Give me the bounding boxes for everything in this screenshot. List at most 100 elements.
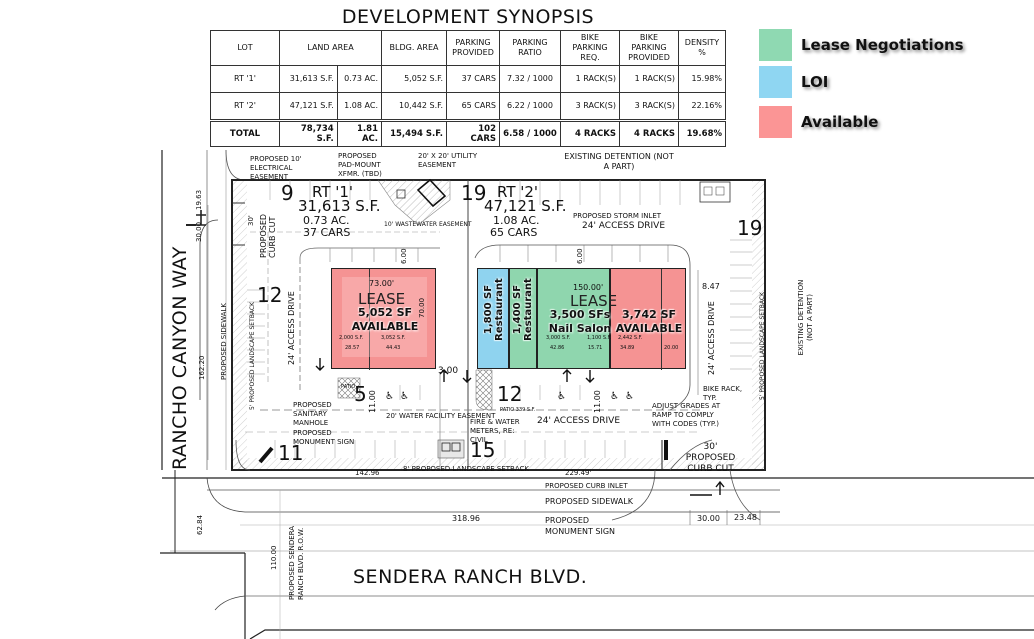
street-sendera-ranch-blvd: SENDERA RANCH BLVD.: [353, 566, 588, 588]
suite-divider: [369, 269, 370, 370]
building-2-suite-lease-negotiations-nail-salon[interactable]: [537, 268, 610, 369]
building-1-sf: 5,052 SF: [357, 306, 413, 319]
dim-3-00: 3.00: [438, 366, 459, 376]
lot1-stall-count-left: 12: [257, 283, 283, 307]
lot2-cars: 65 CARS: [490, 226, 538, 239]
cell-total-parking: 102 CARS: [446, 119, 500, 147]
building-1-depth-dim: 70.00: [418, 297, 426, 318]
dim-23-48: 23.48: [734, 513, 757, 522]
building-1-suite-available[interactable]: [331, 268, 436, 370]
utility-easement-note: 20' X 20' UTILITY EASEMENT: [418, 152, 478, 169]
dim-162-20: 162.20: [198, 355, 206, 381]
access-drive-right-label: 24' ACCESS DRIVE: [707, 301, 716, 375]
header-bldg-area: BLDG. AREA: [381, 30, 447, 66]
interior-shade: [342, 277, 427, 357]
legend-label: Available: [801, 113, 879, 131]
lot1-acres: 0.73 AC.: [303, 214, 350, 227]
monument-sign-bottom-note: PROPOSED MONUMENT SIGN: [545, 516, 616, 536]
cell-total-lot: TOTAL: [210, 119, 280, 147]
curb-inlet-note: PROPOSED CURB INLET: [545, 482, 628, 490]
water-facility-easement-note: 20' WATER FACILITY EASEMENT: [386, 412, 496, 420]
legend-label: LOI: [801, 73, 829, 91]
cell-bike-prov: 3 RACK(S): [619, 92, 679, 121]
sendera-row-note: PROPOSED SENDERA RANCH BLVD. R.O.W.: [288, 525, 305, 600]
access-drive-left-label: 24' ACCESS DRIVE: [287, 291, 296, 365]
curb-cut-left-note: PROPOSED CURB CUT: [259, 213, 277, 258]
cell-total-ratio: 6.58 / 1000: [499, 119, 561, 147]
legend-item-available: Available: [759, 106, 878, 138]
cell-total-bike-req: 4 RACKS: [560, 119, 620, 147]
header-lot: LOT: [210, 30, 280, 66]
building-2-sub-area: 1,100 S.F.: [587, 335, 612, 341]
lot2-stall-count-bottom-mid: 15: [470, 438, 496, 462]
building-2-sub-width: 42.86: [550, 345, 565, 351]
sidewalk-left-note: PROPOSED SIDEWALK: [220, 303, 228, 380]
patio-1-note: PATIO: [341, 384, 356, 390]
cell-total-bike-prov: 4 RACKS: [619, 119, 679, 147]
lot1-stall-count-top: 9: [281, 181, 294, 205]
dim-6-00-a: 6.00: [400, 248, 408, 264]
suite-3742-sf: 3,742 SF: [621, 308, 677, 321]
accessible-parking-icon: ♿: [400, 391, 409, 402]
table-total-row: TOTAL 78,734 S.F. 1.81 AC. 15,494 S.F. 1…: [210, 119, 726, 147]
building-2-suite-lease-negotiations-restaurant[interactable]: [509, 268, 537, 369]
building-2-width-dim: 150.00': [573, 283, 604, 292]
header-density: DENSITY %: [678, 30, 726, 66]
building-2-suite-available[interactable]: [610, 268, 686, 370]
lot2-stall-count-right: 19: [737, 216, 763, 240]
building-1-sub-area: 3,052 S.F.: [381, 335, 406, 341]
building-1-sub-width: 44.43: [386, 345, 401, 351]
fire-water-meters-note: FIRE & WATER METERS, RE: CIVIL: [470, 418, 520, 444]
landscape-setback-bottom-note: 8' PROPOSED LANDSCAPE SETBACK: [403, 465, 529, 473]
legend-label: Lease Negotiations: [801, 36, 964, 54]
dim-11-00-a: 11.00: [368, 390, 377, 413]
lot1-stall-count-bottom: 5: [354, 382, 367, 406]
lot1-stall-count-bottom-left: 11: [278, 441, 304, 465]
curb-cut-left-dim: 30': [247, 215, 255, 226]
accessible-parking-icon: ♿: [385, 391, 394, 402]
cell-density: 15.98%: [678, 65, 726, 93]
legend-item-loi: LOI: [759, 66, 828, 98]
suite-1800-sf: 1,800 SF: [483, 284, 494, 335]
dim-318-96: 318.96: [452, 514, 480, 523]
building-2-sub-area: 2,442 S.F.: [618, 335, 643, 341]
suite-1800-use: Restaurant: [494, 278, 505, 341]
suite-3500-label: 3,500 SFs Nail Salon: [545, 308, 615, 336]
dim-11-00-b: 11.00: [593, 390, 602, 413]
accessible-parking-icon: ♿: [557, 391, 566, 402]
cell-ac: 0.73 AC.: [336, 65, 383, 93]
dim-30-00-bottom: 30.00: [697, 514, 720, 523]
landscape-setback-right-note: 5' PROPOSED LANDSCAPE SETBACK: [759, 292, 766, 400]
cell-total-ac: 1.81 AC.: [336, 119, 383, 147]
legend-item-lease-negotiations: Lease Negotiations: [759, 29, 964, 61]
lot1-sf: 31,613 S.F.: [298, 197, 381, 215]
electrical-easement-note: PROPOSED 10' ELECTRICAL EASEMENT: [250, 155, 302, 181]
dim-229-49: 229.49': [565, 469, 592, 477]
building-1-status: AVAILABLE: [351, 320, 419, 333]
building-2-sub-width: 15.71: [588, 345, 603, 351]
suite-1400-label: 1,400 SF Restaurant: [512, 267, 534, 352]
dim-19-63: 19.63: [195, 189, 203, 210]
suite-3742-use: AVAILABLE: [615, 322, 683, 335]
legend-swatch-red: [759, 106, 792, 138]
cell-total-density: 19.68%: [678, 119, 726, 147]
building-1-sub-area: 2,000 S.F.: [339, 335, 364, 341]
cell-total-sf: 78,734 S.F.: [279, 119, 338, 147]
suite-3500-use: Nail Salon: [548, 322, 612, 335]
landscape-setback-left-note: 5' PROPOSED LANDSCAPE SETBACK: [249, 302, 256, 410]
table-header-row: LOT LAND AREA BLDG. AREA PARKING PROVIDE…: [210, 30, 726, 66]
table-row: RT '2' 47,121 S.F. 1.08 AC. 10,442 S.F. …: [210, 92, 726, 121]
building-1-lease-label: LEASE: [358, 290, 406, 308]
lot2-sf: 47,121 S.F.: [484, 197, 567, 215]
cell-ratio: 6.22 / 1000: [499, 92, 561, 121]
legend-swatch-green: [759, 29, 792, 61]
lot2-acres: 1.08 AC.: [493, 214, 540, 227]
lot2-stall-count-bottom: 12: [497, 382, 523, 406]
dim-30-00-left: 30.00: [195, 221, 203, 242]
header-bike-provided: BIKE PARKING PROVIDED: [619, 30, 679, 66]
dim-142-96: 142.96: [355, 469, 380, 477]
dim-6-00-b: 6.00: [576, 248, 584, 264]
cell-density: 22.16%: [678, 92, 726, 121]
building-2-suite-loi[interactable]: [477, 268, 509, 369]
